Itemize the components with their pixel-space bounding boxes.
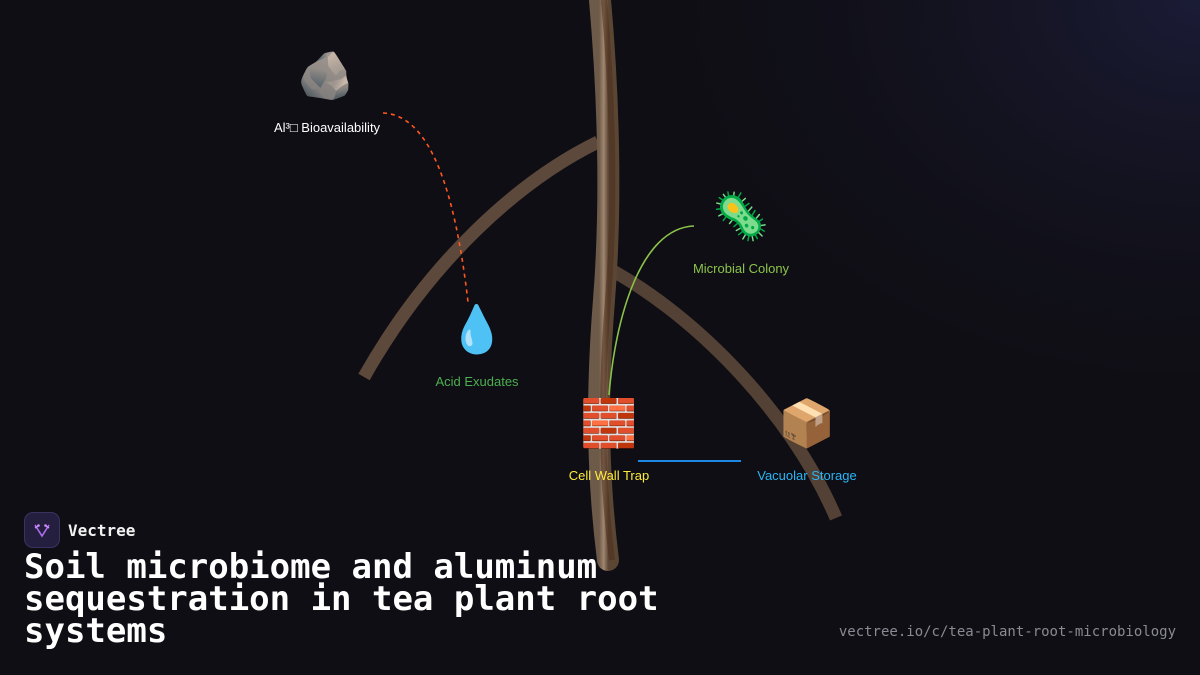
root-branch-left [358,136,601,381]
connector-bioavailability-exudates [382,112,469,303]
vacuolar-storage-label: Vacuolar Storage [757,468,857,483]
root-main [588,0,620,571]
microbe-icon: 🦠 [712,189,770,243]
page-title: Soil microbiome and aluminum sequestrati… [24,547,659,651]
package-icon: 📦 [778,396,836,450]
acid-exudates-label: Acid Exudates [435,374,519,389]
brand-name: Vectree [68,520,136,540]
droplet-icon: 💧 [448,302,506,356]
root-main-shadow [600,0,616,561]
cell-wall-trap-label: Cell Wall Trap [568,468,650,483]
root-branch-right [597,258,842,521]
bioavailability-label: Al³□ Bioavailability [273,120,381,135]
microbial-colony-label: Microbial Colony [692,261,790,276]
brick-wall-icon: 🧱 [580,396,638,450]
rock-icon: 🪨 [297,48,355,102]
brand: Vectree [24,512,135,548]
connector-microbial-cellwall [608,225,695,396]
vectree-logo-icon [24,512,60,548]
source-url[interactable]: vectree.io/c/tea-plant-root-microbiology [838,624,1176,640]
